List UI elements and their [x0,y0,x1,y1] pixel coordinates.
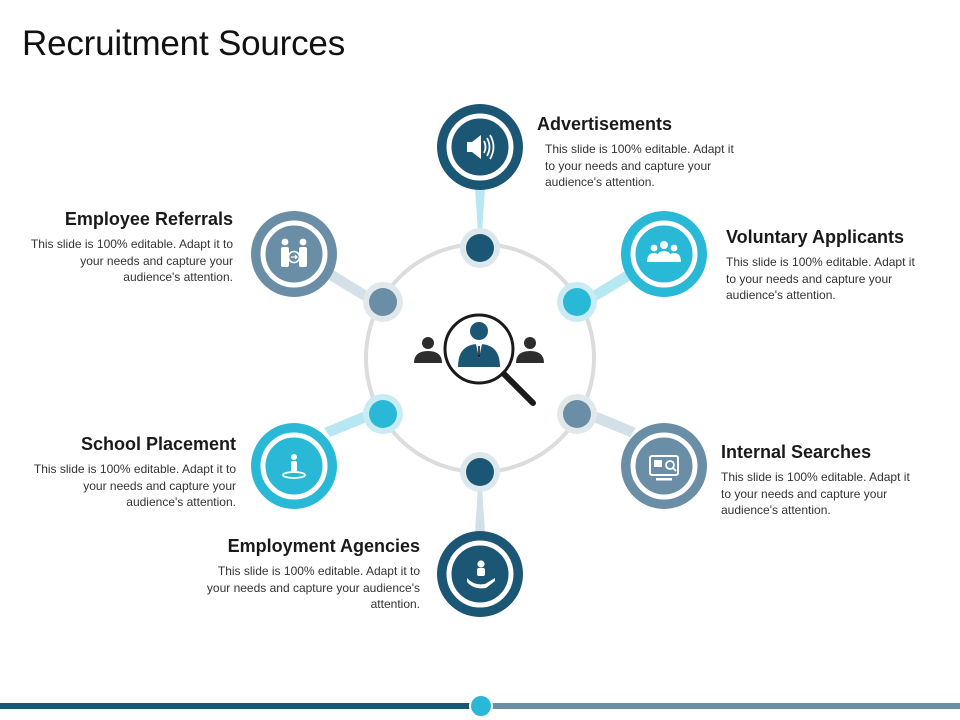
description: This slide is 100% editable. Adapt it to… [33,462,236,509]
heading: Internal Searches [721,442,872,462]
description: This slide is 100% editable. Adapt it to… [721,470,910,517]
circle-internal [621,423,707,509]
connector-agencies [475,488,485,532]
circle-advertisements [437,104,523,190]
monitor-search-icon [649,455,679,481]
circle-voluntary [621,211,707,297]
connector-referrals [324,268,377,306]
person-right-icon [516,337,544,363]
page-title: Recruitment Sources [22,24,345,63]
heading: Advertisements [537,114,673,134]
node-voluntary [563,288,591,316]
speaker-icon [467,134,495,160]
ring-nodes [363,228,597,492]
heading: Employee Referrals [64,209,233,229]
label-voluntary: Voluntary Applicants This slide is 100% … [726,227,926,304]
circle-school [251,423,337,509]
description: This slide is 100% editable. Adapt it to… [30,237,233,284]
description: This slide is 100% editable. Adapt it to… [545,142,734,189]
label-referrals: Employee Referrals This slide is 100% ed… [20,209,233,286]
footer-dot [469,694,493,718]
heading: Employment Agencies [227,536,420,556]
node-referrals [369,288,397,316]
label-advertisements: Advertisements This slide is 100% editab… [537,114,747,191]
node-school [369,400,397,428]
description: This slide is 100% editable. Adapt it to… [206,564,420,611]
heading: School Placement [80,434,236,454]
label-school: School Placement This slide is 100% edit… [25,434,236,511]
connector-voluntary [583,268,636,306]
description: This slide is 100% editable. Adapt it to… [726,255,915,302]
node-advertisements [466,234,494,262]
node-internal [563,400,591,428]
person-pin-icon [282,454,306,479]
circle-agencies [437,531,523,617]
label-agencies: Employment Agencies This slide is 100% e… [205,536,420,613]
connector-advertisements [475,188,485,232]
label-internal: Internal Searches This slide is 100% edi… [721,442,921,519]
circle-referrals [251,211,337,297]
node-agencies [466,458,494,486]
people-referral-icon [281,238,307,267]
group-icon [647,241,681,262]
hand-person-icon [467,560,495,589]
person-left-icon [414,337,442,363]
footer-bar [0,694,960,718]
recruitment-search-icon [414,313,544,406]
heading: Voluntary Applicants [726,227,905,247]
